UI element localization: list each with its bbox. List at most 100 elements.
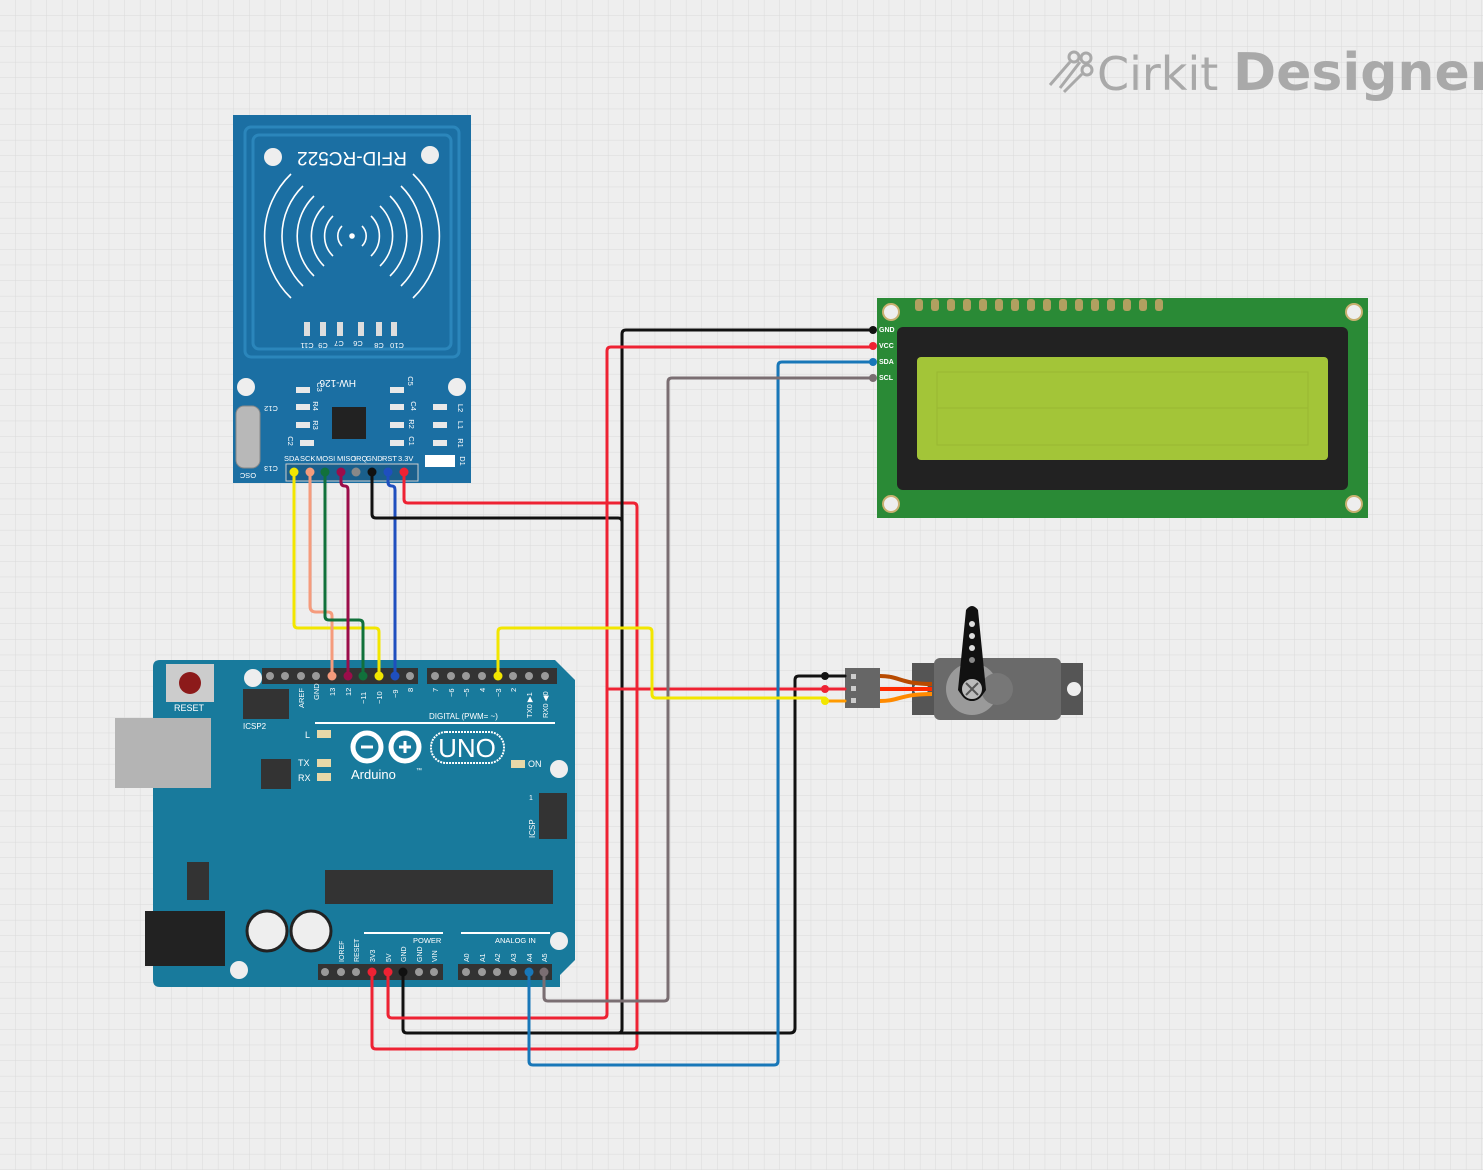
pin-label-a5: A5: [542, 953, 549, 962]
pin-label-reset: RESET: [354, 938, 361, 962]
label-c7: C7: [334, 339, 344, 348]
wire-d3-to-servo-signal[interactable]: [496, 626, 827, 700]
pin-label-12: 12: [344, 688, 353, 696]
label-c2: C2: [286, 436, 295, 446]
rfid-antenna-trace: [243, 125, 461, 359]
wire-mosi-to-d11[interactable]: [323, 470, 365, 678]
rfid-rc522-module[interactable]: RFID-RC522 HW-126 C11 C9 C7: [233, 115, 471, 483]
pin-label-a2: A2: [495, 953, 502, 962]
capacitor: [245, 909, 289, 953]
led-on: [511, 760, 525, 768]
wire-a5-to-lcd-scl[interactable]: [542, 376, 875, 1003]
label-c10: C10: [390, 341, 404, 350]
wire-miso-to-d12[interactable]: [339, 470, 350, 678]
label-c13: C13: [264, 464, 278, 473]
lcd-16x2-i2c[interactable]: GND VCC SDA SCL: [877, 298, 1368, 518]
mount-hole: [264, 148, 282, 166]
pin-label-3v3: 3V3: [370, 949, 377, 962]
servo-horn-holes: [969, 621, 975, 663]
analog-header: [458, 964, 552, 980]
label-r3: R3: [311, 420, 320, 430]
wire-rst-to-d9[interactable]: [386, 470, 397, 678]
pin-label-gnd2: GND: [417, 946, 424, 962]
power-pin-labels: IOREF RESET 3V3 5V GND GND VIN A0 A1 A2 …: [339, 938, 549, 962]
pin-label-a3: A3: [511, 953, 518, 962]
label-l2: L2: [456, 404, 465, 412]
cirkit-designer-logo: Cirkit Designer: [1048, 43, 1483, 103]
pin-label-3: ~3: [494, 688, 503, 697]
capacitor: [289, 909, 333, 953]
logo-plus-minus: [361, 741, 411, 753]
pin-label-rx: RX0 ◀0: [541, 691, 550, 718]
led-tx-label: TX: [298, 758, 310, 768]
logo-word-cirkit: Cirkit: [1097, 47, 1218, 101]
servo-cable-orange: [879, 692, 933, 703]
pin-label-mosi: MOSI: [316, 454, 335, 463]
arduino-infinity-logo-icon: [350, 730, 422, 764]
lcd-pin-vcc: VCC: [879, 343, 894, 350]
usb-chip: [261, 759, 291, 789]
rfid-component-labels: C11 C9 C7 C6 C8 C10 C3 C5 R4 C4 R3 R2 C2…: [239, 339, 467, 480]
servo-motor[interactable]: [845, 606, 1083, 720]
pin-label-6: ~6: [447, 688, 456, 697]
pin-label-5: ~5: [462, 688, 471, 697]
label-c5: C5: [406, 376, 415, 386]
pin-label-3v3: 3.3V: [398, 454, 413, 463]
bottom-header-pins: [321, 968, 548, 976]
label-c9: C9: [318, 341, 328, 350]
usb-connector: [115, 718, 211, 788]
label-r2: R2: [407, 419, 416, 429]
led-rx-label: RX: [298, 773, 311, 783]
digital-section-label: DIGITAL (PWM= ~): [429, 712, 498, 721]
analog-section-label: ANALOG IN: [495, 936, 536, 945]
led-rx: [317, 773, 331, 781]
pin-label-a0: A0: [464, 953, 471, 962]
mount-hole: [1345, 303, 1363, 321]
wire-a4-to-lcd-sda[interactable]: [527, 360, 875, 1067]
pin-label-2: 2: [509, 688, 518, 692]
mount-hole: [448, 378, 466, 396]
led-on-label: ON: [528, 759, 542, 769]
mount-hole: [421, 146, 439, 164]
wire-gnd-to-servo[interactable]: [401, 674, 827, 1035]
led-l-label: L: [305, 730, 310, 740]
pin-label-sda: SDA: [284, 454, 299, 463]
wire-5v-to-lcd-vcc[interactable]: [386, 345, 875, 1020]
wire-sda-to-d10[interactable]: [292, 470, 381, 678]
uno-label: UNO: [438, 733, 496, 763]
label-d1: D1: [458, 456, 467, 466]
label-c12: C12: [264, 404, 278, 413]
pin-label-13: 13: [328, 688, 337, 696]
arduino-pcb: [153, 660, 575, 987]
pin-label-10: ~10: [375, 691, 384, 704]
atmega-chip: [325, 870, 553, 904]
mount-hole: [882, 495, 900, 513]
rfid-smd-parts: [296, 387, 455, 467]
arduino-uno-board[interactable]: RESET ICSP2 AREF GND 13 12 ~11 ~10 ~9 8 …: [115, 660, 575, 987]
reset-button[interactable]: [166, 664, 214, 702]
wire-3v3-to-rfid[interactable]: [370, 470, 639, 1051]
pin-label-4: 4: [478, 688, 487, 692]
wire-sck-to-d13[interactable]: [308, 470, 334, 678]
label-c11: C11: [300, 341, 313, 350]
mount-hole: [230, 961, 248, 979]
pin-label-miso: MISO: [337, 454, 356, 463]
servo-gear-small: [981, 673, 1013, 705]
label-osc: OSC: [239, 471, 256, 480]
led-l: [317, 730, 331, 738]
mount-hole: [550, 760, 568, 778]
servo-cable-brown: [879, 674, 933, 686]
dc-power-jack: [145, 911, 225, 966]
pin-label-rst: RST: [382, 454, 397, 463]
power-header: [318, 964, 443, 980]
reset-label: RESET: [174, 703, 205, 713]
icsp-label: ICSP: [528, 819, 537, 838]
pin-label-aref: AREF: [297, 688, 306, 708]
mount-hole: [550, 932, 568, 950]
lcd-top-pins: [915, 299, 1163, 311]
mount-hole: [882, 303, 900, 321]
digital-header-right: [427, 668, 557, 684]
circuit-logo-icon: [1048, 50, 1094, 94]
